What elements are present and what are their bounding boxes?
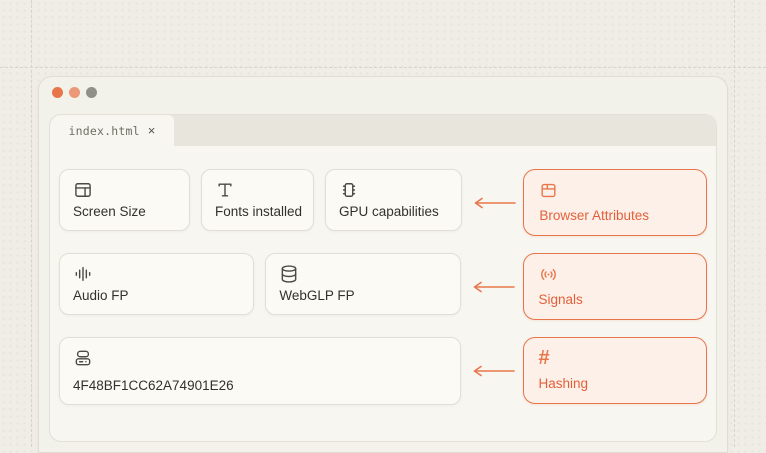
- arrow-zone: [461, 253, 523, 320]
- card-label: Screen Size: [73, 204, 146, 219]
- left-arrow-icon: [468, 365, 516, 377]
- guide-line-vertical-right: [734, 0, 735, 447]
- card-fonts-installed: Fonts installed: [201, 169, 314, 231]
- card-label: Audio FP: [73, 288, 129, 303]
- card-screen-size: Screen Size: [59, 169, 190, 231]
- diagram-content: Screen Size Fonts installed: [50, 146, 716, 405]
- hash-cards: 4F48BF1CC62A74901E26: [59, 337, 461, 405]
- minimize-window-button[interactable]: [69, 87, 80, 98]
- card-fingerprint-hash: 4F48BF1CC62A74901E26: [59, 337, 461, 405]
- left-arrow-icon: [469, 197, 517, 209]
- category-label: Browser Attributes: [539, 208, 649, 223]
- attribute-cards: Screen Size Fonts installed: [59, 169, 462, 231]
- maximize-window-button[interactable]: [86, 87, 97, 98]
- tab-close-icon[interactable]: ×: [147, 123, 156, 138]
- tab-label: index.html: [68, 123, 140, 138]
- hash-value: 4F48BF1CC62A74901E26: [73, 378, 234, 393]
- card-label: WebGLP FP: [279, 288, 355, 303]
- category-label: Signals: [538, 292, 583, 307]
- tab-index-html[interactable]: index.html ×: [50, 115, 174, 146]
- hard-drive-icon: [75, 350, 91, 366]
- traffic-lights: [52, 87, 97, 98]
- left-arrow-icon: [468, 281, 516, 293]
- fonts-icon: [218, 183, 232, 197]
- diagram-row-hashing: 4F48BF1CC62A74901E26 # Hashing: [59, 337, 707, 405]
- guide-line-vertical-left: [31, 0, 32, 447]
- arrow-zone: [461, 337, 523, 405]
- category-card-signals: Signals: [522, 253, 707, 320]
- category-card-browser-attributes: Browser Attributes: [523, 169, 707, 236]
- screen-size-icon: [75, 183, 91, 197]
- tab-bar: index.html ×: [50, 115, 716, 146]
- arrow-zone: [462, 169, 523, 236]
- guide-line-horizontal-top: [0, 67, 766, 68]
- diagram-row-browser-attributes: Screen Size Fonts installed: [59, 169, 707, 236]
- hash-icon: #: [538, 347, 550, 369]
- category-label: Hashing: [538, 376, 589, 391]
- card-label: GPU capabilities: [339, 204, 439, 219]
- browser-window-icon: [541, 183, 556, 198]
- card-gpu-capabilities: GPU capabilities: [325, 169, 462, 231]
- close-window-button[interactable]: [52, 87, 63, 98]
- diagram-row-signals: Audio FP WebGLP FP: [59, 253, 707, 320]
- browser-window-mockup: index.html × Screen Size: [38, 76, 728, 453]
- database-icon: [281, 265, 297, 283]
- category-card-hashing: # Hashing: [522, 337, 707, 404]
- audio-waveform-icon: [75, 267, 91, 281]
- card-label: Fonts installed: [215, 204, 303, 219]
- editor-panel: index.html × Screen Size: [49, 114, 717, 442]
- signal-cards: Audio FP WebGLP FP: [59, 253, 461, 315]
- gpu-chip-icon: [342, 183, 356, 197]
- card-audio-fp: Audio FP: [59, 253, 255, 315]
- radio-signal-icon: [540, 269, 556, 280]
- card-webgl-fp: WebGLP FP: [265, 253, 461, 315]
